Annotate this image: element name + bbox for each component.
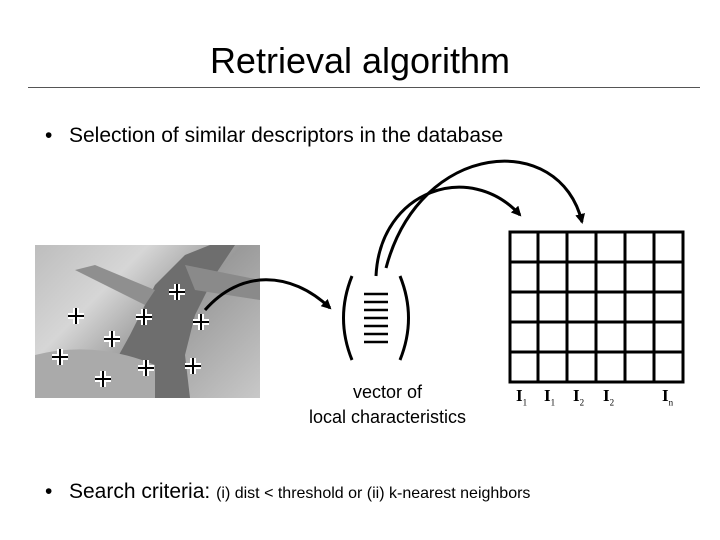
bullet-icon: • [45,124,53,147]
vector-caption-line-1: vector of [352,382,423,402]
search-criteria-detail: (i) dist < threshold or (ii) k-nearest n… [216,485,531,502]
descriptor-vector [342,275,410,361]
query-image [35,245,260,398]
keypoint-icon [104,331,120,347]
image-label: I1 [516,386,528,408]
image-label: I2 [573,386,585,408]
title-divider [28,87,700,88]
keypoint-icon [138,360,154,376]
vector-entries [364,292,388,344]
query-image-texture [35,245,260,398]
keypoint-markers [52,284,209,387]
vector-caption-line-2: local characteristics [308,407,467,427]
keypoint-icon [52,349,68,365]
right-paren [398,275,410,361]
bullet-icon: • [45,480,53,503]
tree-branch [75,265,155,305]
left-paren [342,275,354,361]
keypoint-markers-outline [52,284,209,387]
arrow-to-database-right [384,159,585,269]
search-criteria-label: Search criteria: [69,480,211,503]
ground [35,349,155,398]
arrow-to-vector [203,278,332,311]
slide-title: Retrieval algorithm [209,40,511,81]
image-label: In [662,386,674,408]
keypoint-icon [185,358,201,374]
keypoint-icon [95,371,111,387]
bullet-search-criteria: • Search criteria: (i) dist < threshold o… [45,480,530,504]
keypoint-icon [136,309,152,325]
image-label: I2 [603,386,615,408]
bullet-selection-text: Selection of similar descriptors in the … [69,124,504,147]
tree-branch [185,265,260,300]
keypoint-icon [169,284,185,300]
keypoint-icon [68,308,84,324]
keypoint-icon [193,314,209,330]
bullet-selection: • Selection of similar descriptors in the… [45,124,503,148]
image-label: I1 [544,386,556,408]
arrow-to-database-left [374,185,522,277]
database-grid [508,230,685,384]
vector-caption: vector of local characteristics [285,380,490,430]
